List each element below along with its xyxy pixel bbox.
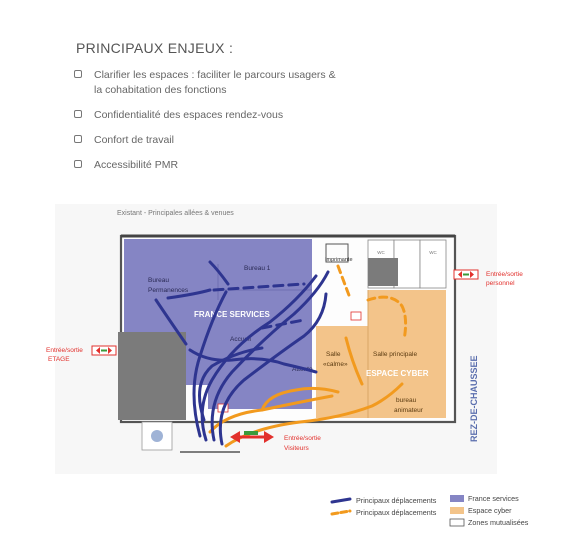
route-france-services	[154, 260, 330, 446]
entrance-label: Visiteurs	[284, 445, 310, 452]
entrance-label: personnel	[486, 280, 515, 287]
legend-swatch-cyber	[450, 507, 464, 514]
enjeu-item: Clarifier les espaces : faciliter le par…	[74, 68, 374, 98]
room-label: Permanences	[148, 287, 189, 294]
zone-title-france-services: FRANCE SERVICES	[194, 310, 271, 319]
room-label: animateur	[394, 407, 424, 414]
pmr-icon	[151, 430, 163, 442]
floor-label: REZ-DE-CHAUSSEE	[469, 355, 479, 442]
enjeu-item: Confidentialité des espaces rendez-vous	[74, 108, 374, 123]
room-label: Salle principale	[373, 351, 417, 358]
enjeu-item: Confort de travail	[74, 133, 374, 148]
checkbox-icon[interactable]	[74, 70, 82, 78]
enjeu-text: Clarifier les espaces : faciliter le par…	[94, 69, 336, 81]
enjeu-item: Accessibilité PMR	[74, 158, 374, 173]
legend-swatch-france	[450, 495, 464, 502]
fire-extinguisher-icon	[350, 311, 362, 321]
page-heading: PRINCIPAUX ENJEUX :	[76, 40, 234, 56]
room-label: «calme»	[323, 361, 348, 368]
enjeu-text: Confidentialité des espaces rendez-vous	[94, 109, 284, 121]
wc-room	[419, 239, 447, 289]
enjeu-text: Accessibilité PMR	[94, 159, 179, 171]
entrance-label: Entrée/sortie	[486, 271, 523, 278]
room-label: Bureau	[148, 277, 169, 284]
room-label: Imprimante	[325, 257, 353, 263]
legend-line-cyber	[330, 509, 352, 516]
wc-label: WC	[377, 250, 385, 255]
entrance-etage: Entrée/sortie ETAGE	[46, 345, 117, 363]
legend-label: Zones mutualisées	[468, 518, 529, 527]
legend-label: France services	[468, 494, 519, 503]
stairs-block	[118, 332, 186, 420]
room-label: Salle	[326, 351, 341, 358]
entrance-label: Entrée/sortie	[46, 347, 83, 354]
zone-title-espace-cyber: ESPACE CYBER	[366, 369, 429, 378]
legend: Principaux déplacements Principaux dépla…	[330, 494, 529, 527]
room-label: Accueil	[230, 336, 252, 343]
enjeu-text: la cohabitation des fonctions	[94, 84, 227, 96]
legend-label: Principaux déplacements	[356, 496, 437, 505]
imprimante-box	[325, 243, 349, 263]
entrance-personnel: Entrée/sortie personnel	[453, 269, 523, 287]
wc-room	[393, 239, 421, 289]
room-label: bureau	[396, 397, 417, 404]
room-label: Bureau 1	[244, 265, 271, 272]
legend-label: Principaux déplacements	[356, 508, 437, 517]
checkbox-icon[interactable]	[74, 135, 82, 143]
wc-label: WC	[429, 250, 437, 255]
legend-label: Espace cyber	[468, 506, 512, 515]
plan-caption: Existant - Principales allées & venues	[117, 210, 234, 217]
checkbox-icon[interactable]	[74, 110, 82, 118]
entrance-visiteurs: Entrée/sortie Visiteurs	[230, 431, 321, 452]
enjeu-text: Confort de travail	[94, 134, 174, 146]
entrance-label: Entrée/sortie	[284, 435, 321, 442]
legend-line-france	[330, 497, 352, 504]
technical-block	[368, 258, 398, 286]
legend-swatch-mutual	[449, 518, 465, 527]
entrance-label: ETAGE	[48, 356, 70, 363]
enjeux-list: Clarifier les espaces : faciliter le par…	[74, 68, 374, 173]
checkbox-icon[interactable]	[74, 160, 82, 168]
